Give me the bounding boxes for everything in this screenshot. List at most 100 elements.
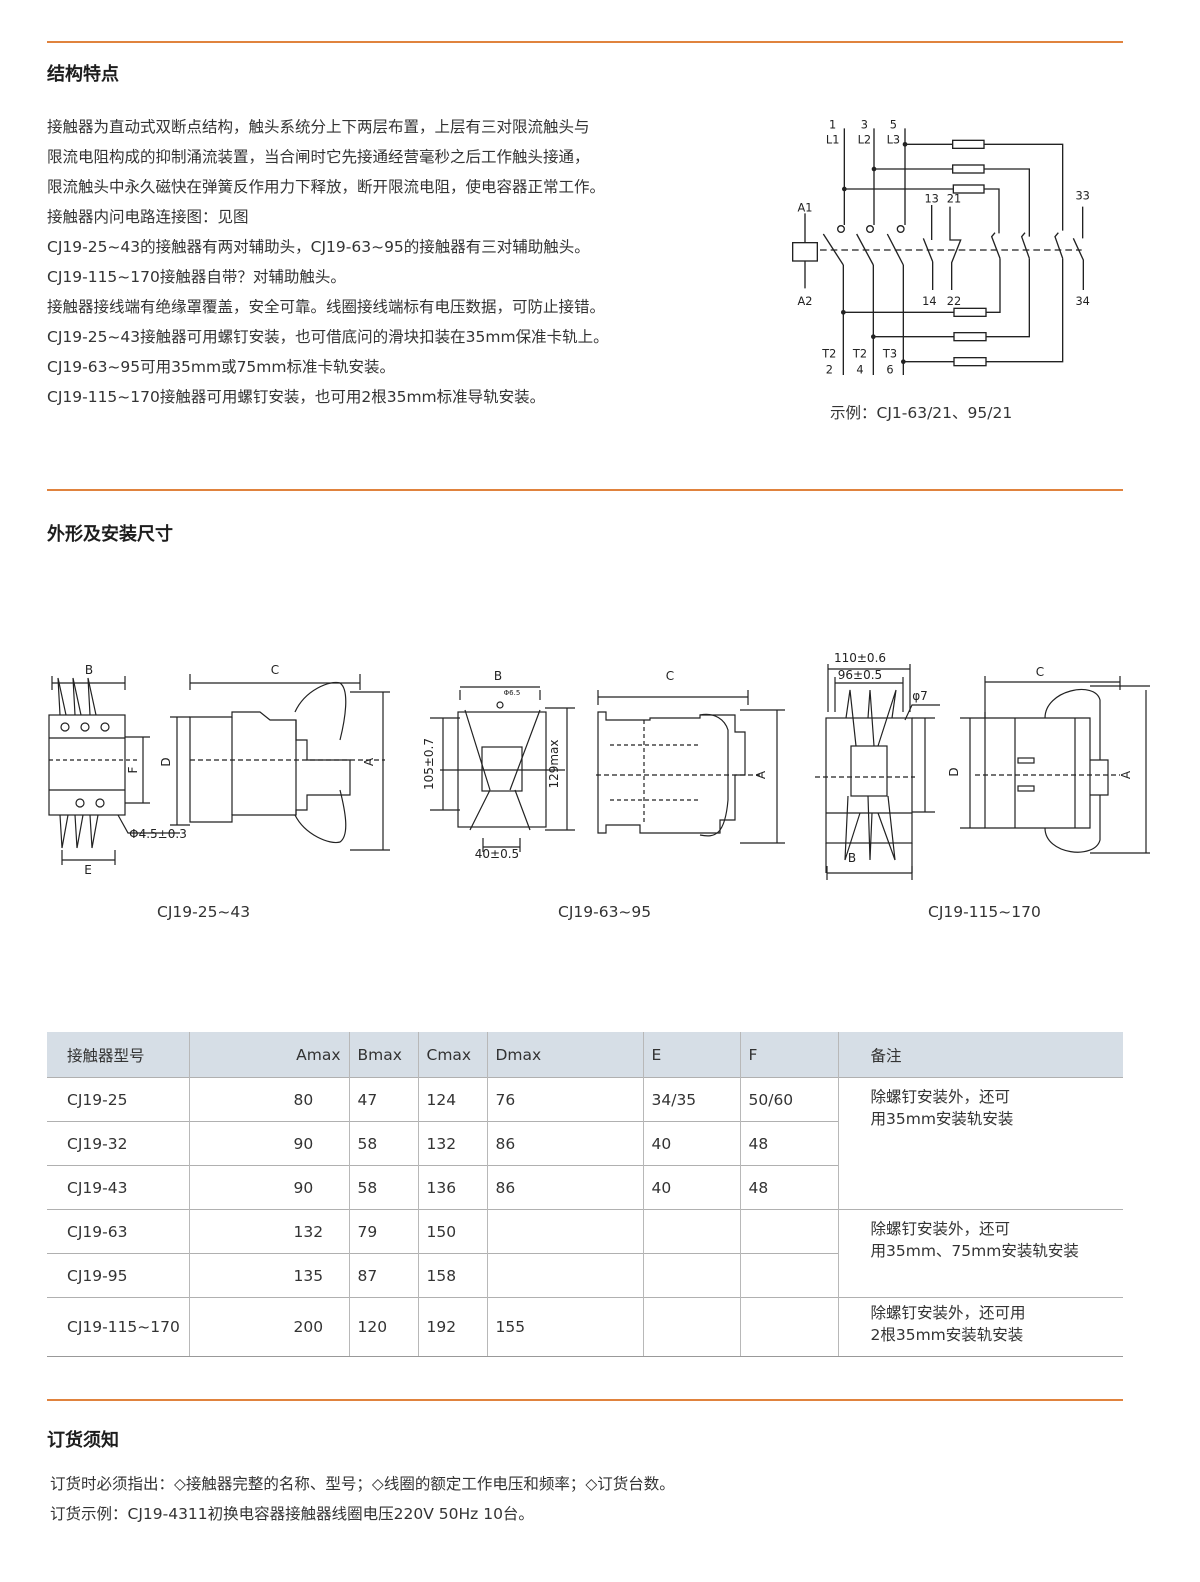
note-line: 用35mm安装轨安装 (870, 1110, 1014, 1128)
note-line: 用35mm、75mm安装轨安装 (870, 1242, 1079, 1260)
value-cell (486, 1209, 643, 1254)
terminal-label: 13 (924, 192, 938, 206)
value-cell: 58 (348, 1121, 418, 1166)
value-cell: 34/35 (642, 1077, 740, 1122)
value-cell: 76 (486, 1077, 643, 1122)
value-cell (739, 1297, 838, 1357)
value-cell: 80 (188, 1077, 349, 1122)
terminal-label: A1 (798, 201, 813, 215)
terminal-label: 21 (947, 192, 961, 206)
dim-label: A (1119, 770, 1133, 779)
value-cell: 79 (348, 1209, 418, 1254)
ordering-example: 订货示例：CJ19-4311初换电容器接触器线圈电压220V 50Hz 10台。 (50, 1505, 534, 1523)
column-header: F (739, 1032, 838, 1078)
model-cell: CJ19-63 (47, 1209, 189, 1254)
section-divider (47, 41, 1123, 43)
column-header: Dmax (486, 1032, 643, 1078)
diagram-caption: 示例：CJ1-63/21、95/21 (830, 404, 1013, 422)
dim-label: C (271, 663, 279, 677)
dim-label: D (947, 767, 961, 776)
text-line: 限流电阻构成的抑制涌流装置，当合闸时它先接通经营毫秒之后工作触头接通， (47, 148, 590, 166)
structure-description: 接触器为直动式双断点结构，触头系统分上下两层布置，上层有三对限流触头与 限流电阻… (47, 112, 697, 412)
section-title-ordering: 订货须知 (47, 1430, 119, 1451)
terminal-label: L1 (826, 132, 840, 146)
model-cell: CJ19-32 (47, 1121, 189, 1166)
note-cell: 除螺钉安装外，还可用35mm、75mm安装轨安装 (837, 1209, 1123, 1298)
terminal-label: 14 (922, 294, 936, 308)
terminal-label: 22 (947, 294, 961, 308)
section-divider (47, 489, 1123, 491)
value-cell: 124 (417, 1077, 487, 1122)
value-cell: 50/60 (739, 1077, 838, 1122)
note-line: 除螺钉安装外，还可 (870, 1220, 1011, 1238)
dim-label: F (126, 766, 140, 773)
text-line: 接触器接线端有绝缘罩覆盖，安全可靠。线圈接线端标有电压数据，可防止接错。 (47, 298, 606, 316)
note-line: 除螺钉安装外，还可 (870, 1088, 1011, 1106)
value-cell: 90 (188, 1121, 349, 1166)
column-header: Amax (188, 1032, 349, 1078)
dim-label: C (1036, 665, 1044, 679)
value-cell: 40 (642, 1165, 740, 1210)
terminal-label: T2 (852, 346, 867, 360)
terminal-label: L2 (858, 132, 872, 146)
value-cell: 86 (486, 1165, 643, 1210)
drawing-caption: CJ19-115~170 (928, 903, 1041, 921)
text-line: CJ19-25~43接触器可用螺钉安装，也可借底问的滑块扣装在35mm保准卡轨上… (47, 328, 609, 346)
cj19-63-front-view (430, 686, 575, 852)
text-line: CJ19-115~170接触器自带？对辅助触头。 (47, 268, 346, 286)
terminal-label: 2 (826, 362, 833, 376)
terminal-label: 1 (829, 117, 836, 131)
value-cell: 135 (188, 1253, 349, 1298)
value-cell: 48 (739, 1121, 838, 1166)
terminal-label: L3 (887, 132, 901, 146)
value-cell: 132 (417, 1121, 487, 1166)
dim-label: B (494, 669, 502, 683)
dim-label: A (362, 757, 376, 766)
value-cell (642, 1297, 740, 1357)
value-cell: 132 (188, 1209, 349, 1254)
dim-label: 105±0.7 (422, 738, 436, 790)
section-title-structure: 结构特点 (47, 64, 119, 85)
value-cell: 58 (348, 1165, 418, 1210)
note-line: 除螺钉安装外，还可用 (870, 1304, 1026, 1322)
note-cell: 除螺钉安装外，还可用35mm安装轨安装 (837, 1077, 1123, 1210)
terminal-label: T2 (821, 346, 836, 360)
dim-label: D (159, 757, 173, 766)
value-cell: 87 (348, 1253, 418, 1298)
terminal-label: T3 (882, 346, 897, 360)
text-line: CJ19-25~43的接触器有两对辅助头，CJ19-63~95的接触器有三对辅助… (47, 238, 590, 256)
column-header: E (642, 1032, 740, 1078)
terminal-label: 6 (886, 362, 893, 376)
value-cell: 48 (739, 1165, 838, 1210)
value-cell: 192 (417, 1297, 487, 1357)
model-cell: CJ19-115~170 (47, 1297, 189, 1357)
cj19-115-front-view (815, 664, 940, 880)
value-cell (739, 1209, 838, 1254)
value-cell: 86 (486, 1121, 643, 1166)
dim-label: 129max (547, 739, 561, 788)
cj19-25-front-view (48, 676, 180, 865)
terminal-label: A2 (798, 294, 813, 308)
text-line: CJ19-63~95可用35mm或75mm标准卡轨安装。 (47, 358, 395, 376)
value-cell (642, 1253, 740, 1298)
dim-label: 40±0.5 (475, 847, 519, 861)
terminal-label: 34 (1075, 294, 1089, 308)
dim-label: B (85, 663, 93, 677)
text-line: 接触器为直动式双断点结构，触头系统分上下两层布置，上层有三对限流触头与 (47, 118, 590, 136)
ordering-requirements: 订货时必须指出：◇接触器完整的名称、型号；◇线圈的额定工作电压和频率；◇订货台数… (50, 1475, 675, 1493)
dimension-drawings: B C A D F E Φ4.5±0.3 B Φ6.5 105±0.7 129m… (48, 651, 1150, 880)
value-cell: 155 (486, 1297, 643, 1357)
dim-label: Φ6.5 (504, 689, 521, 697)
table-header-row: 接触器型号 Amax Bmax Cmax Dmax E F 备注 (47, 1032, 1123, 1078)
model-cell: CJ19-43 (47, 1165, 189, 1210)
value-cell: 200 (188, 1297, 349, 1357)
column-header: Bmax (348, 1032, 418, 1078)
dim-label: 110±0.6 (834, 651, 886, 665)
dimensions-table: 接触器型号 Amax Bmax Cmax Dmax E F 备注 CJ19-25… (47, 1032, 1123, 1357)
terminal-label: 3 (861, 117, 868, 131)
